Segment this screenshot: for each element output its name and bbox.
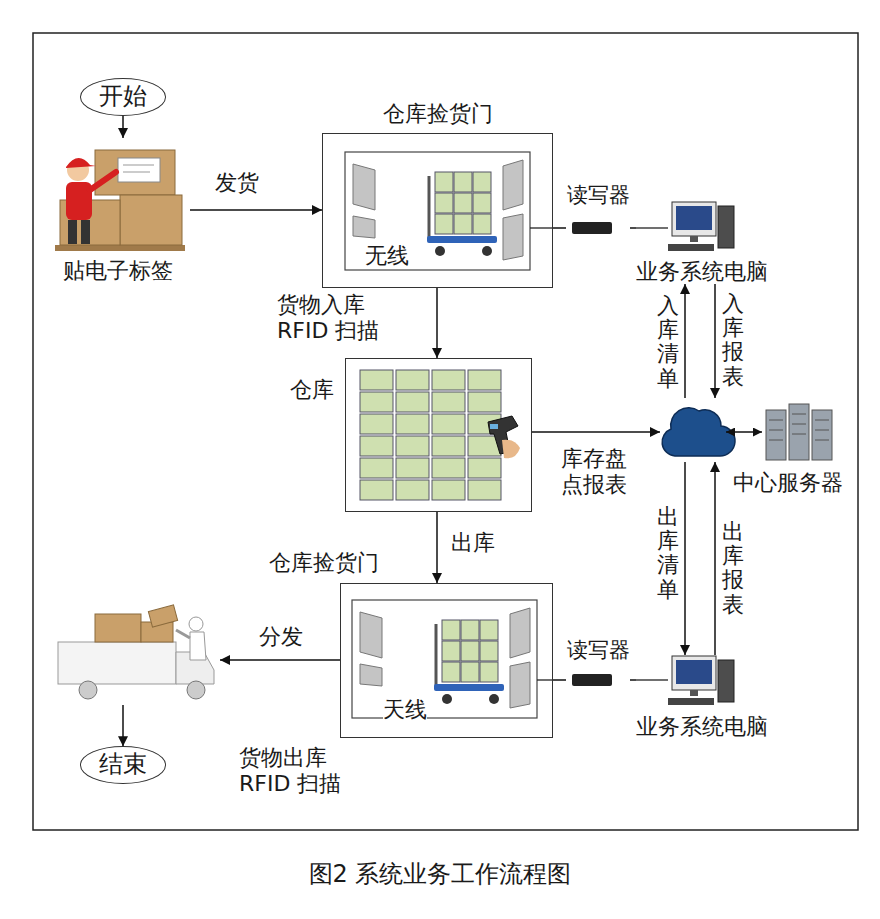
edge-label: 入库报表 bbox=[722, 292, 744, 389]
flow-connector bbox=[684, 462, 686, 655]
node-text: 读写器 bbox=[566, 183, 630, 207]
flow-connector bbox=[532, 431, 660, 433]
figure-caption: 图2 系统业务工作流程图 bbox=[0, 858, 880, 890]
flow-connector bbox=[714, 462, 716, 655]
warehouse-box: 仓库 bbox=[345, 358, 532, 512]
node-text: 天线 bbox=[383, 697, 427, 722]
scan-note: 货物出库 RFID 扫描 bbox=[238, 745, 364, 798]
edge-label: 库存盘点报表 bbox=[560, 446, 628, 499]
reader-device: 读写器 bbox=[566, 183, 630, 235]
start-oval: 开始 bbox=[80, 78, 166, 116]
node-text: 结束 bbox=[99, 751, 147, 779]
flow-connector bbox=[436, 288, 438, 358]
edge-label: 出库清单 bbox=[657, 505, 679, 602]
flow-connector bbox=[553, 679, 566, 681]
node-text: 读写器 bbox=[566, 638, 630, 662]
edge-label: 出库报表 bbox=[722, 520, 744, 617]
flow-connector bbox=[122, 116, 124, 138]
flow-connector bbox=[553, 227, 566, 229]
flow-connector bbox=[220, 659, 340, 661]
node-text: 业务系统电脑 bbox=[636, 259, 768, 284]
node-text: 仓库 bbox=[290, 377, 334, 402]
flow-connector bbox=[684, 284, 686, 398]
flow-connector bbox=[714, 284, 716, 398]
node-text: 开始 bbox=[99, 83, 147, 111]
flow-connector bbox=[122, 705, 124, 746]
labeling-illustration: 贴电子标签 bbox=[45, 138, 190, 283]
flow-connector bbox=[630, 227, 636, 229]
gate-box: 仓库捡货门天线 bbox=[340, 583, 553, 738]
flow-connector bbox=[436, 512, 438, 583]
edge-label: 分发 bbox=[258, 624, 304, 650]
flow-connector bbox=[630, 679, 636, 681]
node-text: 贴电子标签 bbox=[45, 258, 190, 283]
edge-label: 入库清单 bbox=[657, 294, 679, 391]
node-text: 中心服务器 bbox=[726, 470, 850, 495]
node-text: 无线 bbox=[365, 243, 409, 268]
node-text: 仓库捡货门 bbox=[269, 550, 379, 575]
end-oval: 结束 bbox=[80, 746, 166, 784]
server-node: 中心服务器 bbox=[660, 398, 850, 462]
edge-label: 出库 bbox=[450, 530, 496, 556]
scan-note: 货物入库 RFID 扫描 bbox=[276, 292, 402, 345]
computer-node: 业务系统电脑 bbox=[636, 655, 768, 739]
computer-node: 业务系统电脑 bbox=[636, 200, 768, 284]
flow-connector bbox=[190, 209, 322, 211]
reader-device: 读写器 bbox=[566, 638, 630, 690]
node-text: 业务系统电脑 bbox=[636, 714, 768, 739]
edge-label: 发货 bbox=[214, 170, 260, 196]
truck-node bbox=[48, 605, 220, 705]
gate-box: 仓库捡货门无线 bbox=[322, 133, 553, 288]
node-text: 仓库捡货门 bbox=[323, 101, 552, 126]
